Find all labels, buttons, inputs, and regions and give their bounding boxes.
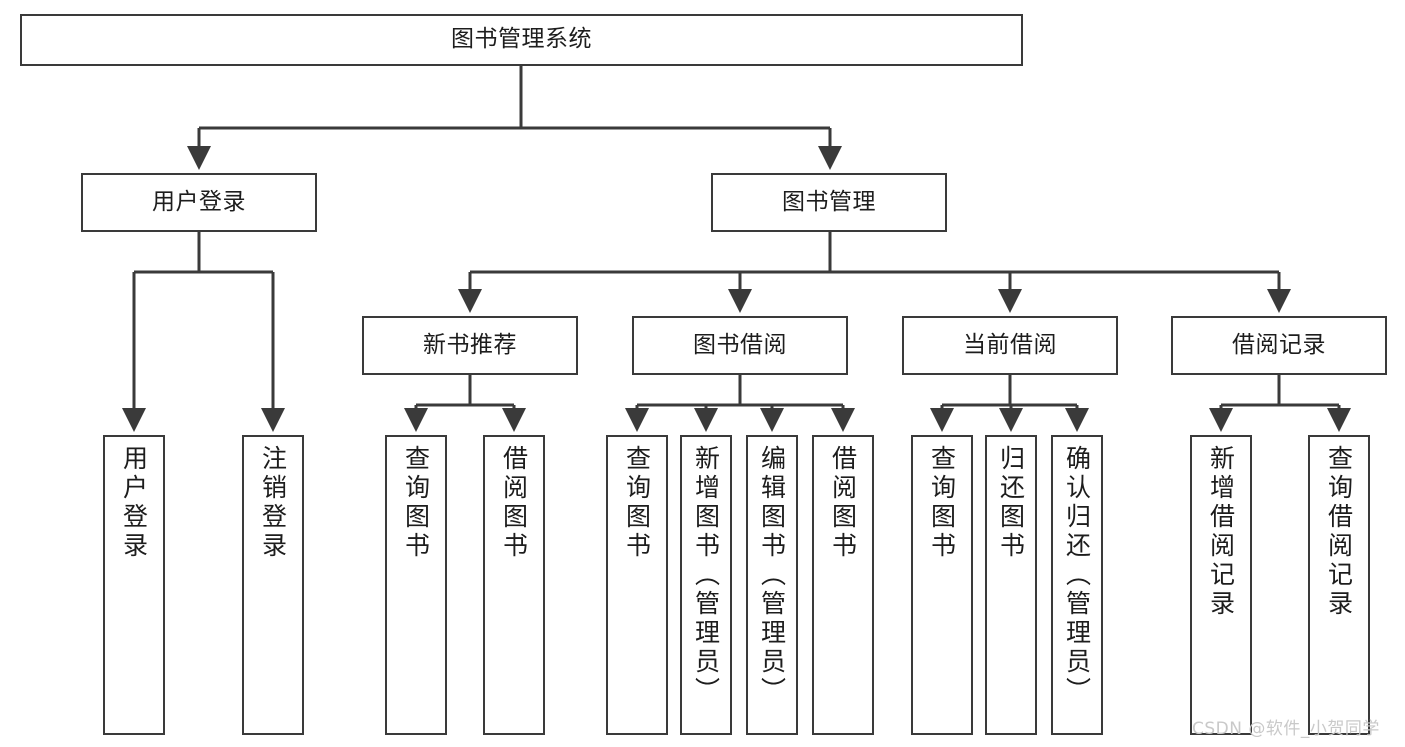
node-current-borrow-label: 当前借阅 [963,331,1057,358]
node-leaf-user-logout[interactable]: 注销登录 [242,435,304,735]
node-leaf-query-record-label: 查询借阅记录 [1324,445,1354,619]
node-book-borrow-label: 图书借阅 [693,331,787,358]
node-leaf-borrow-book-2-label: 借阅图书 [828,445,858,561]
node-root-label: 图书管理系统 [451,26,592,53]
node-leaf-confirm-return-label: 确认归还（管理员） [1062,445,1092,706]
node-leaf-return-book[interactable]: 归还图书 [985,435,1037,735]
node-leaf-query-book-2[interactable]: 查询图书 [606,435,668,735]
node-book-manage-label: 图书管理 [782,188,876,215]
node-leaf-query-book-1-label: 查询图书 [401,445,431,561]
node-root[interactable]: 图书管理系统 [20,14,1023,66]
node-leaf-query-book-2-label: 查询图书 [622,445,652,561]
node-current-borrow[interactable]: 当前借阅 [902,316,1118,375]
node-borrow-record-label: 借阅记录 [1232,331,1326,358]
node-leaf-borrow-book-1[interactable]: 借阅图书 [483,435,545,735]
node-new-book-recommend[interactable]: 新书推荐 [362,316,578,375]
node-leaf-add-book-label: 新增图书（管理员） [691,445,721,706]
node-leaf-borrow-book-1-label: 借阅图书 [499,445,529,561]
node-leaf-return-book-label: 归还图书 [996,445,1026,561]
node-user-login[interactable]: 用户登录 [81,173,317,232]
csdn-watermark: CSDN @软件_小贺同学 [1192,719,1380,739]
node-leaf-query-book-3[interactable]: 查询图书 [911,435,973,735]
node-new-book-recommend-label: 新书推荐 [423,331,517,358]
node-leaf-user-login[interactable]: 用户登录 [103,435,165,735]
node-leaf-add-record-label: 新增借阅记录 [1206,445,1236,619]
node-leaf-edit-book[interactable]: 编辑图书（管理员） [746,435,798,735]
node-user-login-label: 用户登录 [152,188,246,215]
node-book-borrow[interactable]: 图书借阅 [632,316,848,375]
node-leaf-borrow-book-2[interactable]: 借阅图书 [812,435,874,735]
node-leaf-query-book-3-label: 查询图书 [927,445,957,561]
node-leaf-query-book-1[interactable]: 查询图书 [385,435,447,735]
node-leaf-confirm-return[interactable]: 确认归还（管理员） [1051,435,1103,735]
node-leaf-add-record[interactable]: 新增借阅记录 [1190,435,1252,735]
node-leaf-user-logout-label: 注销登录 [258,445,288,561]
node-leaf-query-record[interactable]: 查询借阅记录 [1308,435,1370,735]
node-book-manage[interactable]: 图书管理 [711,173,947,232]
node-borrow-record[interactable]: 借阅记录 [1171,316,1387,375]
node-leaf-add-book[interactable]: 新增图书（管理员） [680,435,732,735]
node-leaf-edit-book-label: 编辑图书（管理员） [757,445,787,706]
node-leaf-user-login-label: 用户登录 [119,445,149,561]
